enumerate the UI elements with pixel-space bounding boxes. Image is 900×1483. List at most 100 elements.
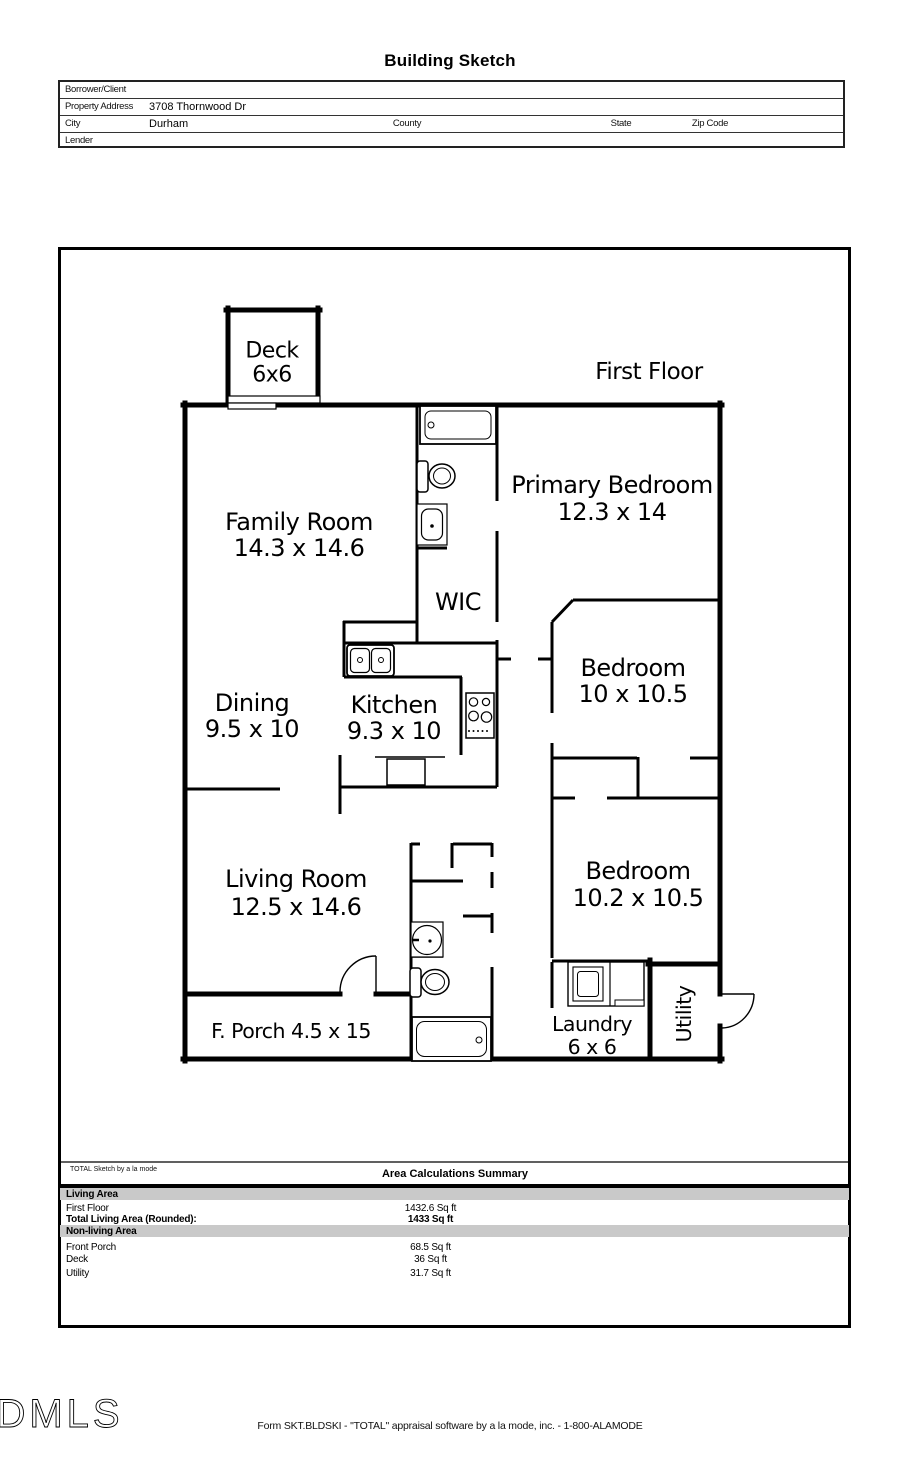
living-area-header-bar: Living Area	[60, 1188, 849, 1200]
room-label-wic: WIC	[435, 588, 481, 616]
room-dims-family-room: 14.3 x 14.6	[234, 534, 365, 562]
stove-icon-part	[468, 710, 479, 722]
room-label-living-room: Living Room	[225, 865, 367, 893]
form-row-address: Property Address 3708 Thornwood Dr	[60, 99, 843, 116]
interior-walls	[185, 403, 720, 1059]
form-row-borrower: Borrower/Client	[60, 82, 843, 99]
kitchen-sink-icon-part	[378, 657, 384, 663]
stove-icon-part-part	[472, 730, 475, 732]
utility-door-swing-part	[721, 993, 755, 1029]
front-door-swing-part	[339, 955, 377, 993]
bath-sink-icon	[416, 503, 448, 546]
bath-sink-icon-part	[430, 524, 434, 528]
form-footer-text: Form SKT.BLDSKI - "TOTAL" appraisal soft…	[257, 1420, 643, 1432]
toilet-icon	[416, 460, 456, 493]
row-label: Front Porch	[66, 1242, 117, 1253]
room-dims-deck: 6x6	[252, 363, 292, 388]
form-row-lender: Lender	[60, 133, 843, 149]
sketch-software-note: TOTAL Sketch by a la mode	[70, 1166, 158, 1173]
utility-door-swing	[721, 993, 755, 1029]
row-label: Total Living Area (Rounded):	[66, 1214, 197, 1225]
room-dims-bedroom-lower: 10.2 x 10.5	[573, 884, 704, 912]
summary-row-utility: Utility 31.7 Sq ft	[60, 1268, 849, 1280]
borrower-label: Borrower/Client	[65, 84, 126, 95]
stove-icon-part	[468, 697, 479, 707]
summary-row-first-floor: First Floor 1432.6 Sq ft	[60, 1203, 849, 1215]
room-label-primary-bedroom: Primary Bedroom	[511, 471, 712, 499]
interior-walls-part	[550, 598, 575, 624]
kitchen-sink-icon	[346, 644, 395, 677]
room-label-front-porch: F. Porch 4.5 x 15	[211, 1019, 371, 1043]
bathtub-icon-part	[427, 421, 435, 429]
hall-bathtub-icon-part	[416, 1021, 487, 1057]
form-row-city: City Durham County State Zip Code	[60, 116, 843, 133]
room-label-laundry: Laundry	[552, 1012, 632, 1036]
deck-sliding-door-part	[227, 402, 277, 410]
washer-icon-part	[614, 999, 645, 1007]
room-dims-bedroom-upper: 10 x 10.5	[579, 680, 688, 708]
state-label: State	[610, 118, 632, 129]
room-dims-primary-bedroom: 12.3 x 14	[558, 498, 667, 526]
row-value: 31.7 Sq ft	[410, 1268, 451, 1279]
city-value: Durham	[149, 118, 189, 130]
page-title: Building Sketch	[384, 51, 516, 70]
hall-bathtub-icon-part	[475, 1036, 483, 1044]
hall-toilet-icon-part	[425, 973, 445, 991]
room-dims-laundry: 6 x 6	[568, 1035, 617, 1059]
row-value: 1432.6 Sq ft	[404, 1203, 457, 1214]
deck-sliding-door-part	[227, 395, 321, 404]
stove-icon-part-part	[486, 730, 488, 732]
bathtub-icon	[419, 405, 497, 445]
stove-icon-part-part	[477, 730, 479, 732]
stove-icon-part-part	[468, 730, 470, 732]
row-value: 1433 Sq ft	[407, 1214, 454, 1225]
summary-row-deck: Deck 36 Sq ft	[60, 1254, 849, 1266]
washer-icon-part	[577, 971, 599, 997]
room-label-deck: Deck	[245, 339, 299, 364]
stove-icon	[465, 692, 495, 739]
city-label: City	[65, 118, 81, 129]
hall-bathtub-icon	[411, 1016, 492, 1062]
sketch-border	[58, 247, 851, 1328]
living-area-header: Living Area	[66, 1188, 118, 1200]
stove-icon-part-part	[481, 730, 484, 732]
floor-label: First Floor	[595, 359, 703, 385]
row-label: First Floor	[66, 1203, 109, 1214]
room-dims-kitchen: 9.3 x 10	[347, 717, 441, 745]
washer-icon	[567, 961, 645, 1007]
property-address-label: Property Address	[65, 101, 134, 112]
area-summary-title: Area Calculations Summary	[381, 1168, 529, 1180]
room-label-kitchen: Kitchen	[351, 691, 438, 719]
non-living-area-header: Non-living Area	[66, 1225, 137, 1237]
toilet-icon-part	[433, 467, 451, 485]
hall-toilet-icon	[409, 967, 450, 998]
deck-sliding-door	[227, 395, 321, 410]
room-label-bedroom-upper: Bedroom	[580, 654, 685, 682]
exterior-walls	[180, 305, 725, 1064]
hall-sink-icon	[410, 921, 444, 958]
row-value: 36 Sq ft	[414, 1254, 447, 1265]
room-label-dining: Dining	[215, 689, 289, 717]
front-door-swing	[339, 955, 377, 993]
room-label-bedroom-lower: Bedroom	[585, 857, 690, 885]
stove-icon-part	[481, 697, 491, 707]
room-dims-dining: 9.5 x 10	[205, 715, 299, 743]
row-value: 68.5 Sq ft	[410, 1242, 451, 1253]
summary-row-front-porch: Front Porch 68.5 Sq ft	[60, 1242, 849, 1254]
row-label: Utility	[66, 1268, 90, 1279]
room-label-family-room: Family Room	[225, 508, 373, 536]
property-form-table: Borrower/Client Property Address 3708 Th…	[58, 80, 845, 148]
row-label: Deck	[66, 1254, 88, 1265]
room-dims-living-room: 12.5 x 14.6	[231, 893, 362, 921]
zip-code-label: Zip Code	[691, 118, 729, 129]
property-address-value: 3708 Thornwood Dr	[149, 101, 247, 113]
county-label: County	[392, 118, 422, 129]
stove-icon-part	[468, 730, 488, 732]
closet-lines-part	[386, 758, 426, 786]
kitchen-sink-icon-part	[357, 657, 363, 663]
room-label-utility: Utility	[672, 985, 696, 1042]
toilet-icon-part	[416, 460, 429, 493]
dmls-logo: DMLS	[0, 1392, 124, 1436]
